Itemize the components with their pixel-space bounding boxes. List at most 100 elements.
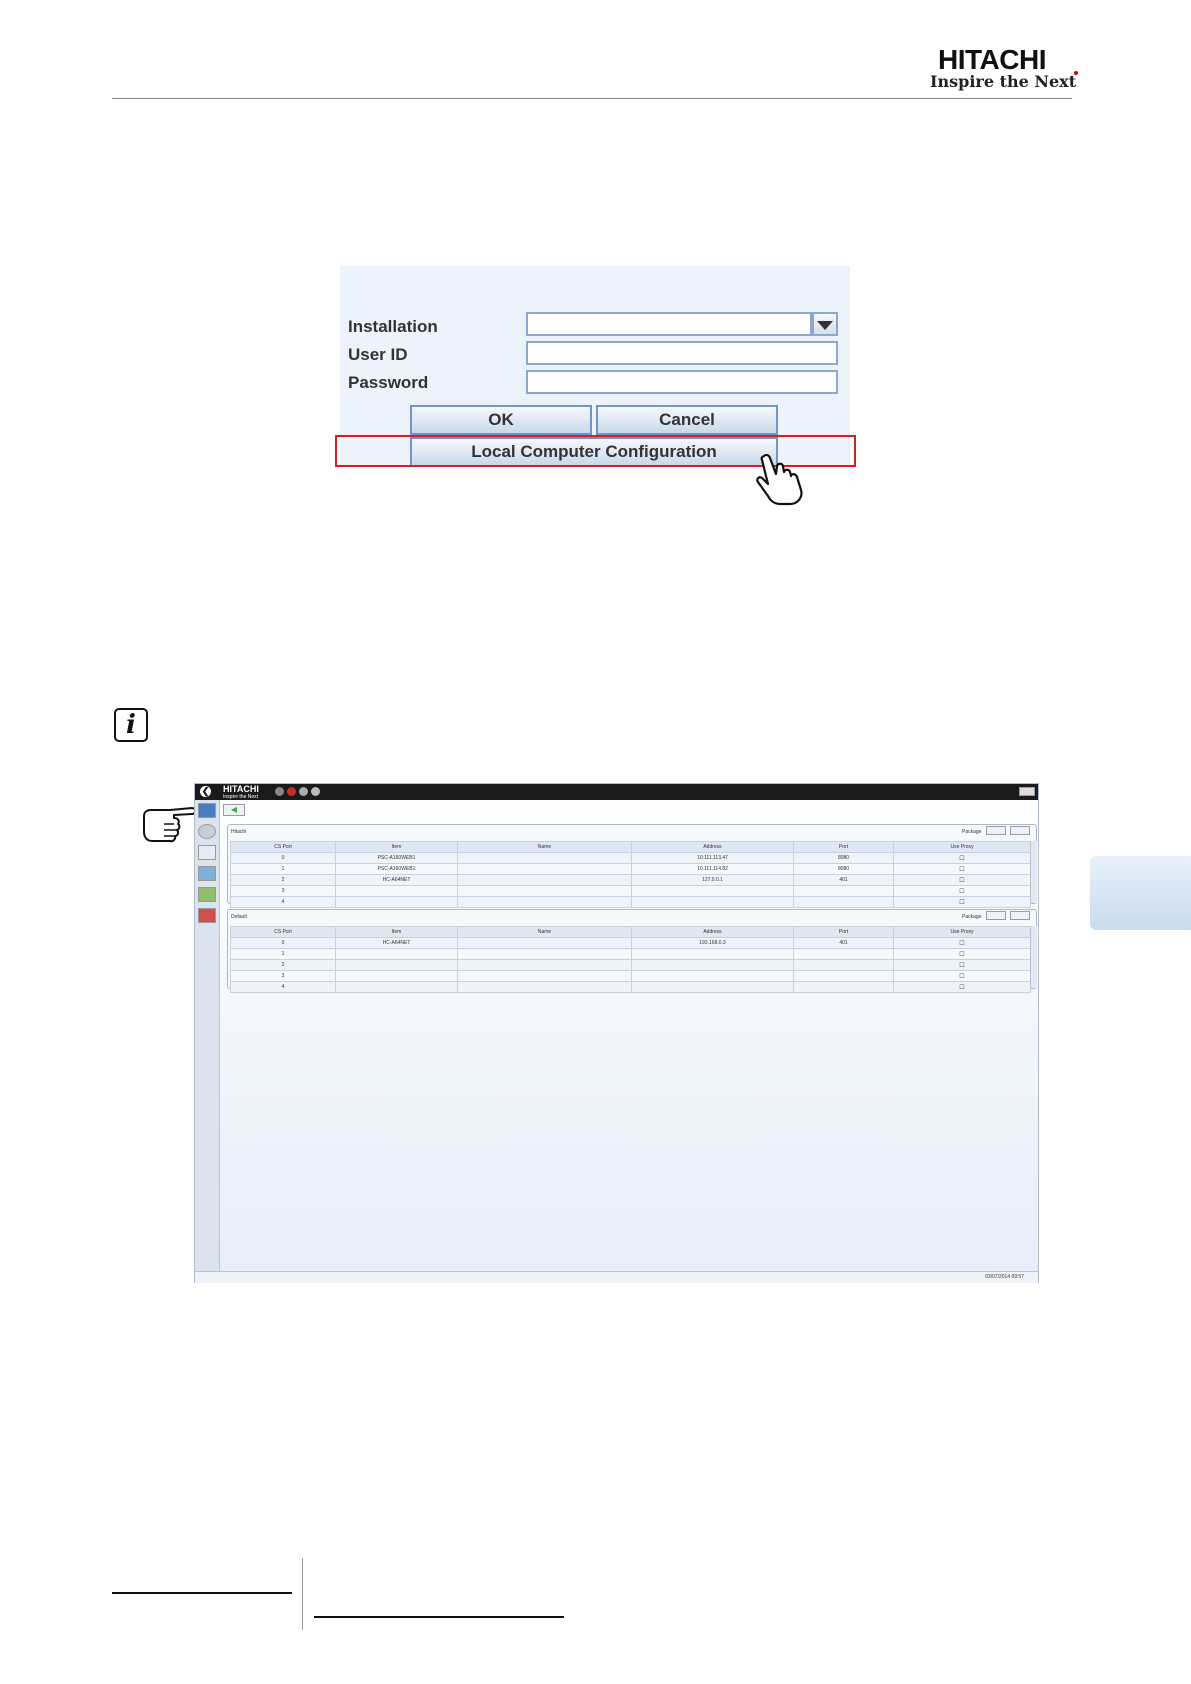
footer-rule [112, 1592, 292, 1594]
pointing-hand-icon [143, 807, 196, 843]
address-cell: 10.111.114.82 [631, 863, 794, 875]
use-proxy-checkbox[interactable] [893, 874, 1031, 886]
use-proxy-checkbox[interactable] [893, 937, 1031, 949]
back-button[interactable]: ◀ [223, 804, 245, 816]
app-statusbar: 03/07/2014 09:57 [195, 1271, 1038, 1283]
installation-combo[interactable] [526, 312, 812, 336]
port-cell [793, 885, 894, 897]
table-row[interactable]: 4 [230, 981, 1031, 993]
ok-button[interactable]: OK [410, 405, 592, 435]
user-id-field[interactable] [526, 341, 838, 365]
address-cell [631, 948, 794, 960]
item-cell: PSC-A160WEB1 [335, 852, 458, 864]
app-brand: HITACHI [223, 784, 259, 794]
grid-icon[interactable] [198, 803, 216, 818]
hitachi-logo: HITACHI [938, 44, 1046, 75]
highlight-frame [335, 435, 856, 467]
use-proxy-checkbox[interactable] [893, 981, 1031, 993]
use-proxy-checkbox[interactable] [893, 863, 1031, 875]
window-control-button[interactable] [1019, 787, 1035, 796]
name-cell [457, 981, 632, 993]
use-proxy-checkbox[interactable] [893, 852, 1031, 864]
port-cell: 401 [793, 874, 894, 886]
use-proxy-checkbox[interactable] [893, 970, 1031, 982]
document-icon[interactable] [198, 845, 216, 860]
address-cell: 192.168.0.3 [631, 937, 794, 949]
item-cell [335, 885, 458, 897]
record-dot-icon [287, 787, 296, 796]
app-sidebar [195, 800, 220, 1281]
use-proxy-checkbox[interactable] [893, 896, 1031, 908]
table-row[interactable]: 3 [230, 885, 1031, 897]
name-cell [457, 885, 632, 897]
use-proxy-checkbox[interactable] [893, 948, 1031, 960]
tagline-text: Inspire the Next [930, 72, 1077, 91]
port-cell [793, 959, 894, 971]
port-cell: 401 [793, 937, 894, 949]
cs-port-cell: 4 [230, 896, 336, 908]
cs-port-table: CS Port Item Name Address Port Use Proxy… [230, 926, 1031, 993]
column-header: Use Proxy [893, 841, 1031, 853]
package-label: Package [962, 829, 982, 835]
cs-port-cell: 0 [230, 852, 336, 864]
address-cell [631, 970, 794, 982]
cs-port-cell: 3 [230, 885, 336, 897]
name-cell [457, 863, 632, 875]
item-cell [335, 959, 458, 971]
monitor-icon[interactable] [198, 866, 216, 881]
exit-icon[interactable] [198, 908, 216, 923]
folder-icon[interactable] [198, 887, 216, 902]
item-cell: HC-A64NET [335, 874, 458, 886]
port-cell: 8080 [793, 863, 894, 875]
cs-port-table: CS Port Item Name Address Port Use Proxy… [230, 841, 1031, 908]
hand-cursor-icon [756, 453, 803, 506]
address-cell [631, 896, 794, 908]
item-cell [335, 948, 458, 960]
delete-package-button[interactable] [1010, 911, 1030, 920]
use-proxy-checkbox[interactable] [893, 959, 1031, 971]
table-row[interactable]: 3 [230, 970, 1031, 982]
column-header: Port [793, 841, 894, 853]
cs-port-cell: 4 [230, 981, 336, 993]
port-cell [793, 948, 894, 960]
gear-icon[interactable] [198, 824, 216, 839]
table-scrollbar[interactable] [1030, 926, 1037, 988]
cancel-button[interactable]: Cancel [596, 405, 778, 435]
column-header: CS Port [230, 841, 336, 853]
name-cell [457, 959, 632, 971]
address-cell [631, 959, 794, 971]
table-scrollbar[interactable] [1030, 841, 1037, 903]
edit-package-button[interactable] [986, 911, 1006, 920]
column-header: Use Proxy [893, 926, 1031, 938]
hitachi-tagline: Inspire the Next [930, 71, 1080, 91]
column-header: Name [457, 841, 632, 853]
column-header: Item [335, 926, 458, 938]
table-row[interactable]: 4 [230, 896, 1031, 908]
table-row[interactable]: 2 [230, 959, 1031, 971]
cs-port-cell: 0 [230, 937, 336, 949]
column-header: Item [335, 841, 458, 853]
delete-package-button[interactable] [1010, 826, 1030, 835]
address-cell [631, 885, 794, 897]
package-label: Package [962, 914, 982, 920]
table-row[interactable]: 1 [230, 948, 1031, 960]
port-cell [793, 896, 894, 908]
edit-package-button[interactable] [986, 826, 1006, 835]
port-cell [793, 981, 894, 993]
table-panel-default: Default Package CS Port Item Name Addres… [227, 909, 1037, 993]
port-cell: 8080 [793, 852, 894, 864]
installation-dropdown-button[interactable] [812, 312, 838, 336]
port-cell [793, 970, 894, 982]
status-dot-icon [299, 787, 308, 796]
section-tab [1090, 856, 1191, 930]
item-cell: HC-A64NET [335, 937, 458, 949]
status-dot-icon [275, 787, 284, 796]
password-field[interactable] [526, 370, 838, 394]
use-proxy-checkbox[interactable] [893, 885, 1031, 897]
back-arrow-icon[interactable]: ❮ [200, 786, 211, 797]
